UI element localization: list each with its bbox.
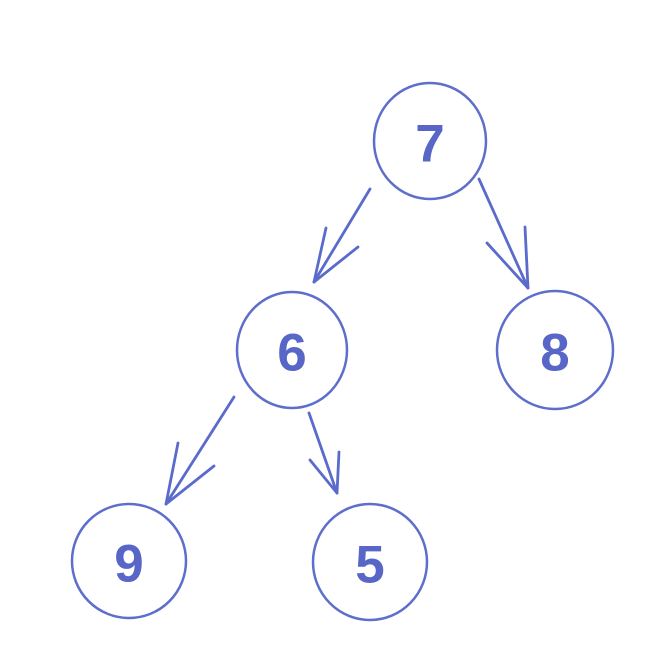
nodes-layer: 7 6 8 9 5 [70, 81, 615, 622]
node-circle [495, 289, 615, 411]
arrowhead-barb [164, 464, 216, 506]
edge-shaft [164, 395, 236, 506]
edge-shaft [312, 187, 372, 284]
node-label: 6 [277, 324, 306, 383]
tree-edge-7-to-6 [312, 187, 372, 284]
arrowhead-barb [312, 245, 360, 284]
edge-shaft [477, 177, 530, 290]
node-circle [235, 290, 349, 410]
tree-node-5: 5 [311, 502, 429, 622]
tree-edge-6-to-9 [164, 395, 236, 506]
tree-edge-7-to-8 [477, 177, 530, 290]
arrowhead-barb [312, 226, 328, 284]
edges-layer [164, 177, 530, 506]
edge-shaft [307, 411, 339, 495]
arrowhead-barb [485, 241, 530, 290]
node-label: 8 [540, 324, 569, 383]
tree-node-7: 7 [372, 81, 488, 201]
node-circle [311, 502, 429, 622]
tree-edge-6-to-5 [307, 411, 341, 495]
tree-node-8: 8 [495, 289, 615, 411]
node-circle [372, 81, 488, 201]
arrowhead-barb [308, 458, 339, 495]
arrowhead-barb [335, 450, 341, 495]
tree-node-6: 6 [235, 290, 349, 410]
arrowhead-barb [164, 441, 180, 506]
node-label: 7 [415, 115, 444, 174]
node-label: 9 [114, 535, 143, 594]
node-circle [70, 502, 188, 620]
node-label: 5 [355, 536, 384, 595]
arrowhead-barb [523, 225, 530, 290]
tree-node-9: 9 [70, 502, 188, 620]
